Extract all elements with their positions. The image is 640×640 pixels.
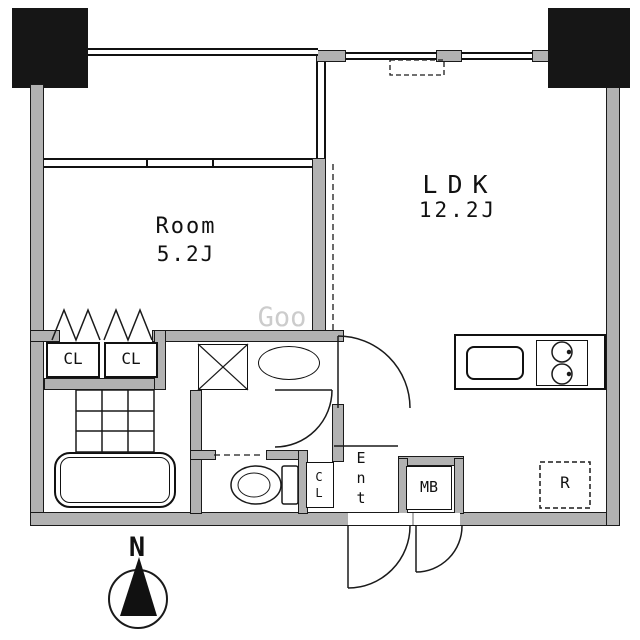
room-window-mullion-2 xyxy=(212,158,214,168)
wall-top-b xyxy=(436,50,462,62)
stove-box xyxy=(536,340,588,386)
entrance-doorway-gap xyxy=(348,513,412,525)
closet-hall-label: CL xyxy=(312,470,326,502)
wall-mb-right xyxy=(454,458,464,514)
bathtub-inner-line xyxy=(60,457,170,503)
washroom-door-arc xyxy=(274,389,333,448)
closet-hall-box xyxy=(306,462,334,508)
wall-bottom xyxy=(30,512,620,526)
compass-north-label: N xyxy=(128,532,146,563)
ldk-window-2 xyxy=(462,52,532,60)
room-window xyxy=(44,158,312,168)
meter-box xyxy=(406,466,452,510)
building-pillar-left xyxy=(12,8,88,88)
kitchen-sink xyxy=(466,346,524,380)
wall-left xyxy=(30,84,44,526)
bathtub xyxy=(54,452,176,508)
closet-1-label: CL xyxy=(63,349,83,368)
wall-mid-a xyxy=(30,330,60,342)
room-size-label: 5.2J xyxy=(156,242,216,266)
meter-box-label: MB xyxy=(419,478,439,496)
closet-2-box xyxy=(104,342,158,378)
wash-basin-oval xyxy=(258,346,320,380)
room-name-label: Room xyxy=(155,214,217,239)
wall-right xyxy=(606,58,620,526)
building-pillar-right xyxy=(548,8,630,88)
mb-door-arc xyxy=(415,525,463,573)
balcony-divider xyxy=(316,62,326,158)
refrigerator-label: R xyxy=(560,473,570,492)
wall-closet-bottom xyxy=(44,378,166,390)
mb-doorway-gap xyxy=(414,513,460,525)
compass xyxy=(108,557,168,629)
bathroom-tile-grid xyxy=(75,389,155,453)
washing-machine-pan xyxy=(198,344,248,390)
compass-needle xyxy=(120,557,157,616)
watermark: Goo xyxy=(257,302,307,333)
ldk-window-1 xyxy=(346,52,436,60)
ldk-door-arc xyxy=(337,335,411,409)
entrance-label: Ent xyxy=(352,449,370,509)
ldk-size-label: 12.2J xyxy=(418,198,498,222)
wall-hall-ldk xyxy=(332,404,344,462)
compass-circle xyxy=(108,569,168,629)
closet-2-label: CL xyxy=(121,349,141,368)
wall-top-a xyxy=(316,50,346,62)
balcony-railing xyxy=(88,48,318,56)
ldk-name-label: LDK xyxy=(422,170,498,199)
toilet xyxy=(230,465,299,505)
room-window-mullion-1 xyxy=(146,158,148,168)
wall-toilet-top-a xyxy=(190,450,216,460)
closet-2-bifold-door xyxy=(103,307,153,343)
closet-1-box xyxy=(46,342,100,378)
top-dashed-box xyxy=(389,59,445,76)
entrance-door-arc xyxy=(347,525,411,589)
